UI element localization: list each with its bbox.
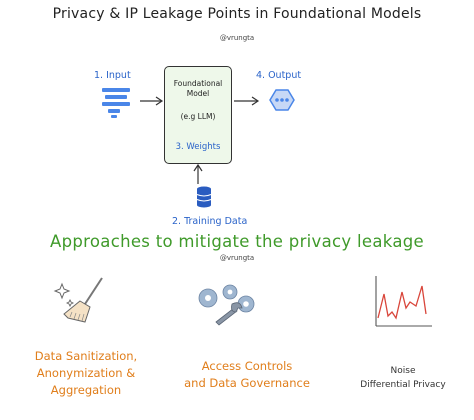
noise-chart-icon xyxy=(375,276,432,327)
arrow-model-to-output xyxy=(234,96,260,106)
arrow-input-to-model xyxy=(140,96,164,106)
database-icon xyxy=(196,186,212,208)
gears-wrench-icon xyxy=(198,284,255,326)
training-data-label: 2. Training Data xyxy=(172,216,248,227)
approach-2-caption: Access Controls and Data Governance xyxy=(162,358,332,392)
approach-2-line-1: Access Controls xyxy=(201,359,293,373)
input-label: 1. Input xyxy=(94,70,131,81)
approach-3-line-2: Differential Privacy xyxy=(360,380,446,390)
approaches-heading: Approaches to mitigate the privacy leaka… xyxy=(50,232,424,251)
foundational-model-box xyxy=(164,66,232,164)
box-line-1: Foundational xyxy=(173,79,223,88)
broom-sparkle-icon xyxy=(53,277,103,323)
weights-label: 3. Weights xyxy=(175,142,221,152)
author-handle-mid: @vrungta xyxy=(219,254,255,262)
approach-1-line-2: Anonymization & xyxy=(36,366,136,380)
code-output-icon xyxy=(269,89,295,111)
approach-3-caption: Noise Differential Privacy xyxy=(336,364,470,392)
output-label: 4. Output xyxy=(256,70,302,81)
arrow-data-to-model xyxy=(193,163,203,184)
box-line-3: (e.g LLM) xyxy=(180,112,216,121)
box-line-2: Model xyxy=(186,89,210,98)
approach-2-line-2: and Data Governance xyxy=(184,376,310,390)
approach-1-line-3: Aggregation xyxy=(50,383,122,397)
author-handle-top: @vrungta xyxy=(219,34,255,42)
approach-3-line-1: Noise xyxy=(390,366,416,376)
text-lines-icon xyxy=(102,88,130,118)
approach-1-line-1: Data Sanitization, xyxy=(34,349,138,363)
page-title: Privacy & IP Leakage Points in Foundatio… xyxy=(52,6,422,22)
approach-1-caption: Data Sanitization, Anonymization & Aggre… xyxy=(6,348,166,399)
